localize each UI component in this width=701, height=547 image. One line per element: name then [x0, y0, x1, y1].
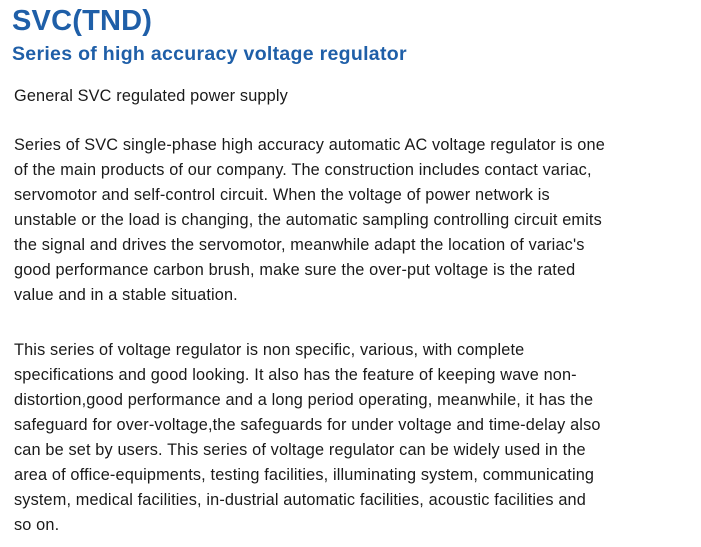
paragraph-line: so on.: [14, 516, 60, 534]
paragraph-line: good performance carbon brush, make sure…: [14, 261, 576, 279]
paragraph-line: area of office-equipments, testing facil…: [14, 466, 595, 484]
paragraph-line: safeguard for over-voltage,the safeguard…: [14, 416, 601, 434]
paragraph-line: servomotor and self-control circuit. Whe…: [14, 186, 550, 204]
paragraph-features: This series of voltage regulator is non …: [14, 338, 696, 538]
paragraph-line: specifications and good looking. It also…: [14, 366, 577, 384]
paragraph-line: value and in a stable situation.: [14, 286, 238, 304]
paragraph-line: Series of SVC single-phase high accuracy…: [14, 136, 605, 154]
paragraph-line: unstable or the load is changing, the au…: [14, 211, 602, 229]
page-title: SVC(TND): [12, 5, 153, 37]
page-subtitle: Series of high accuracy voltage regulato…: [12, 43, 407, 65]
paragraph-description: Series of SVC single-phase high accuracy…: [14, 133, 696, 308]
paragraph-line: the signal and drives the servomotor, me…: [14, 236, 585, 254]
intro-text: General SVC regulated power supply: [14, 87, 288, 105]
paragraph-line: can be set by users. This series of volt…: [14, 441, 586, 459]
paragraph-line: system, medical facilities, in-dustrial …: [14, 491, 586, 509]
paragraph-line: distortion,good performance and a long p…: [14, 391, 594, 409]
paragraph-line: of the main products of our company. The…: [14, 161, 592, 179]
paragraph-line: This series of voltage regulator is non …: [14, 341, 525, 359]
